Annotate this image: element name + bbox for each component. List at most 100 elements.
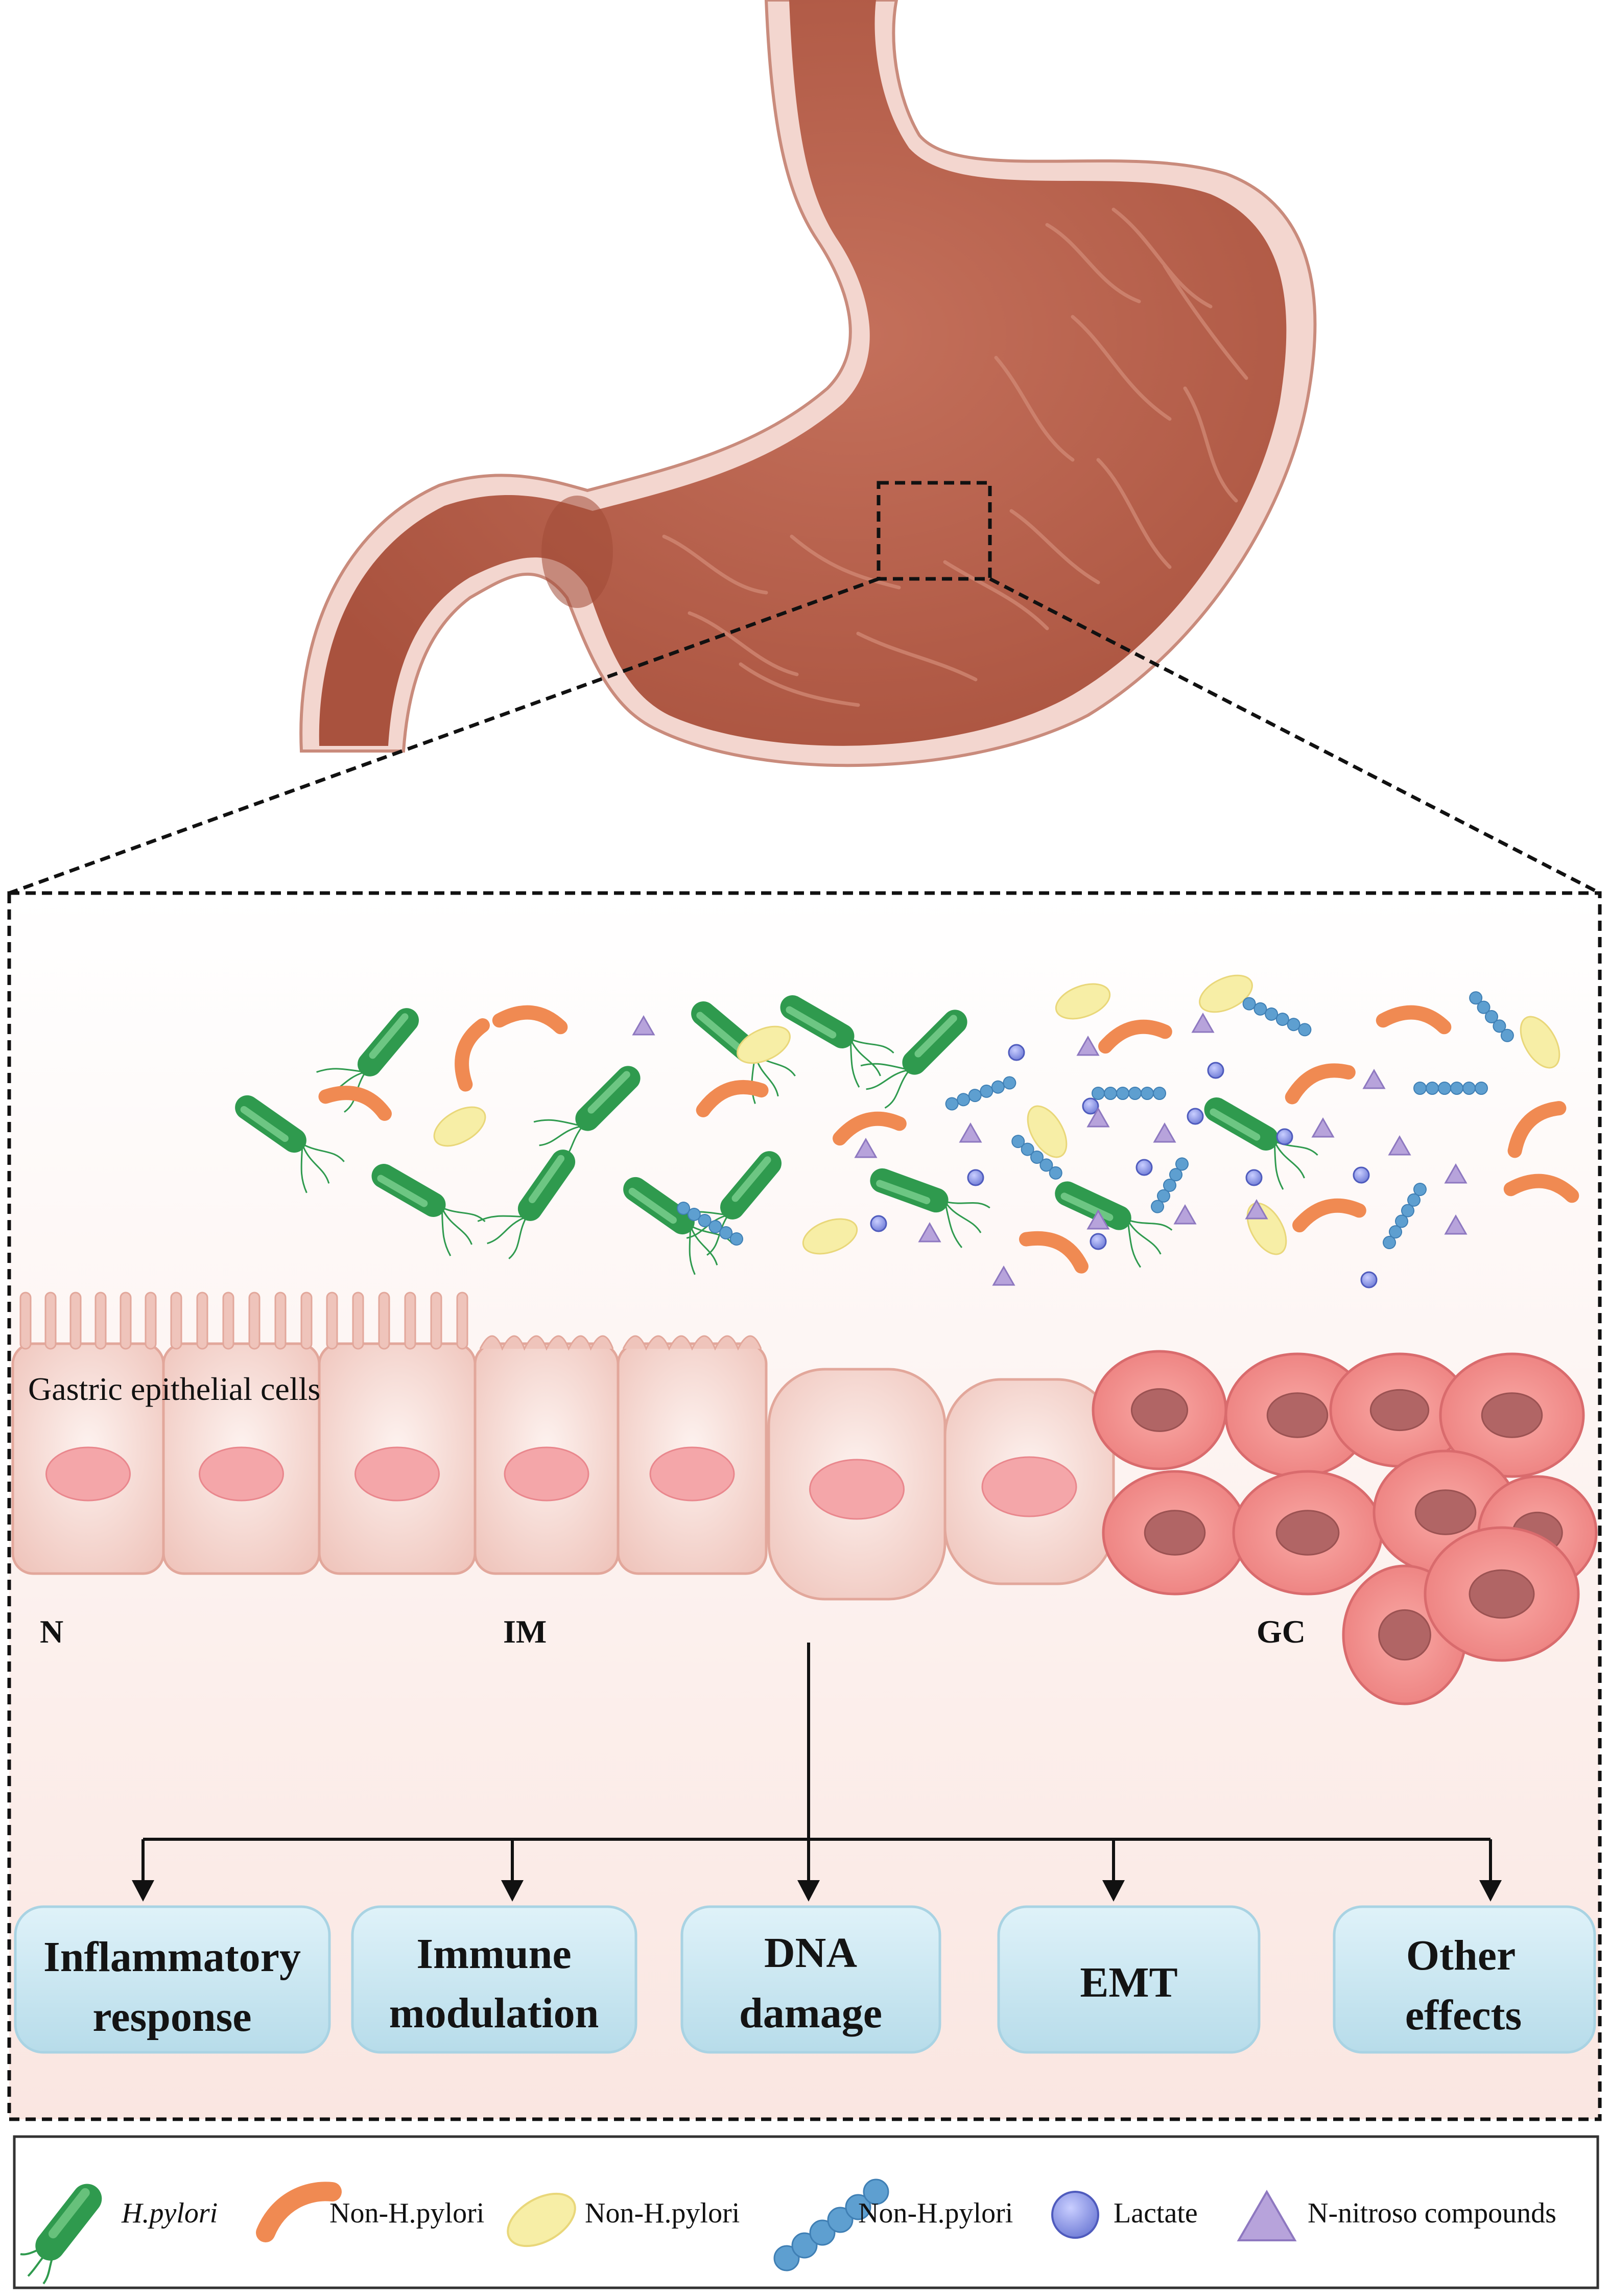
n-nitroso-compound (1191, 1012, 1215, 1033)
microvillus (378, 1292, 390, 1350)
n-nitroso-compound (1444, 1163, 1468, 1184)
curved-rod-bacterium (455, 1018, 490, 1092)
n-nitroso-compound (1311, 1117, 1335, 1138)
h-pylori-bacterium (235, 1095, 345, 1193)
cell-nucleus (199, 1446, 284, 1502)
lactate-molecule (1245, 1169, 1263, 1186)
gastric-epithelium (11, 1292, 1598, 1705)
effect-box-dna-damage: DNA damage (680, 1905, 941, 2054)
microvillus (430, 1292, 442, 1350)
chain-bacterium (1469, 991, 1514, 1042)
h-pylori-bacterium (1204, 1097, 1318, 1190)
cell-nucleus (504, 1446, 589, 1502)
n-nitroso-compound (632, 1015, 655, 1036)
microvillus (120, 1292, 132, 1350)
microvillus (404, 1292, 416, 1350)
lactate-molecule (870, 1215, 887, 1232)
n-nitroso-compound (1362, 1068, 1386, 1089)
microvillus (456, 1292, 468, 1350)
oval-bacterium (1055, 983, 1111, 1020)
oval-bacterium (433, 1106, 486, 1147)
effect-box-line1: EMT (1080, 1959, 1177, 2006)
epithelial-cells-label: Gastric epithelial cells (28, 1371, 320, 1407)
microvillus (222, 1292, 234, 1350)
n-nitroso-compound (1086, 1107, 1110, 1128)
stage-label-gc: GC (1257, 1613, 1306, 1650)
triangle-icon (1237, 2190, 1297, 2241)
stomach-illustration (299, 0, 1317, 767)
oval-bacterium (1520, 1016, 1560, 1069)
effect-arrows (141, 1643, 1492, 1885)
h-pylori-bacterium (780, 995, 894, 1088)
cell-nucleus (981, 1456, 1077, 1517)
n-nitroso-compound (1086, 1209, 1110, 1230)
microvillus (19, 1292, 32, 1350)
zoom-panel: Gastric epithelial cells N IM GC Inflamm… (7, 891, 1602, 2121)
lactate-molecule (1090, 1233, 1107, 1250)
stage-label-im: IM (503, 1613, 547, 1650)
effect-box-line2: effects (1405, 1992, 1522, 2039)
zoom-line-right (989, 577, 1601, 895)
n-nitroso-compound (854, 1137, 878, 1158)
cell-border-ruffled (622, 1335, 762, 1351)
dysplastic-cell (943, 1378, 1115, 1585)
microvillus (196, 1292, 208, 1350)
effect-box-line1: DNA (764, 1929, 857, 1977)
n-nitroso-compound (1245, 1199, 1268, 1220)
legend-label-non-h-pylori-1: Non-H.pylori (329, 2197, 484, 2229)
oval-bacterium (802, 1218, 858, 1255)
zoom-line-left (8, 577, 880, 895)
dysplastic-cell (767, 1368, 947, 1601)
effect-box-immune-modulation: Immune modulation (351, 1905, 637, 2054)
tumor-nucleus (1378, 1609, 1431, 1661)
lactate-molecule (1360, 1271, 1378, 1288)
microvillus (326, 1292, 338, 1350)
curved-rod-bacterium (696, 1080, 769, 1117)
oval-bacterium (1199, 974, 1253, 1013)
tumor-nucleus (1481, 1392, 1543, 1438)
tumor-nucleus (1130, 1388, 1189, 1432)
microvillus (352, 1292, 364, 1350)
tumor-cell (1092, 1350, 1227, 1470)
oval-bacterium (1027, 1105, 1068, 1158)
curved-rod-bacterium (1376, 1005, 1452, 1035)
n-nitroso-compound (1076, 1035, 1100, 1056)
stomach-body (319, 0, 1287, 746)
chain-bacterium (677, 1202, 743, 1246)
lactate-molecule (1135, 1159, 1153, 1176)
chain-bacterium (1151, 1157, 1189, 1213)
h-pylori-bacterium (623, 1177, 733, 1275)
lactate-molecule (1207, 1062, 1224, 1079)
curved-rod-bacterium (1019, 1231, 1089, 1274)
microvillus (94, 1292, 107, 1350)
cell-nucleus (45, 1446, 131, 1502)
epithelial-cell (162, 1292, 321, 1575)
h-pylori-bacterium (860, 1010, 967, 1109)
n-nitroso-compound (1153, 1122, 1176, 1143)
tumor-cell (1329, 1352, 1470, 1468)
epithelial-cell (474, 1335, 620, 1575)
n-nitroso-compound (992, 1265, 1015, 1286)
curved-rod-bacterium (492, 1005, 568, 1035)
curved-rod-bacterium (1285, 1063, 1356, 1105)
microbe-cluster (235, 974, 1579, 1288)
oval-bacterium-icon (507, 2192, 576, 2247)
legend-label-h-pylori: H.pylori (121, 2197, 218, 2229)
lactate-molecule (1353, 1166, 1370, 1184)
oval-bacterium (737, 1025, 791, 1064)
n-nitroso-compound (1173, 1204, 1197, 1225)
tumor-nucleus (1369, 1389, 1430, 1432)
microvillus (274, 1292, 287, 1350)
n-nitroso-compound (1444, 1214, 1468, 1235)
n-nitroso-compound (959, 1122, 982, 1143)
h-pylori-bacterium (533, 1066, 641, 1165)
legend: H.pylori Non-H.pylori Non-H.pylori Non-H… (13, 2135, 1599, 2289)
microvillus (300, 1292, 313, 1350)
curved-rod-bacterium (833, 1111, 907, 1146)
h-pylori-bacterium (371, 1164, 486, 1256)
tumor-nucleus (1414, 1489, 1477, 1535)
cell-nucleus (809, 1459, 905, 1520)
tumor-nucleus (1266, 1392, 1329, 1438)
effect-box-inflammatory-response: Inflammatory response (14, 1905, 331, 2054)
tumor-cell (1232, 1470, 1383, 1596)
